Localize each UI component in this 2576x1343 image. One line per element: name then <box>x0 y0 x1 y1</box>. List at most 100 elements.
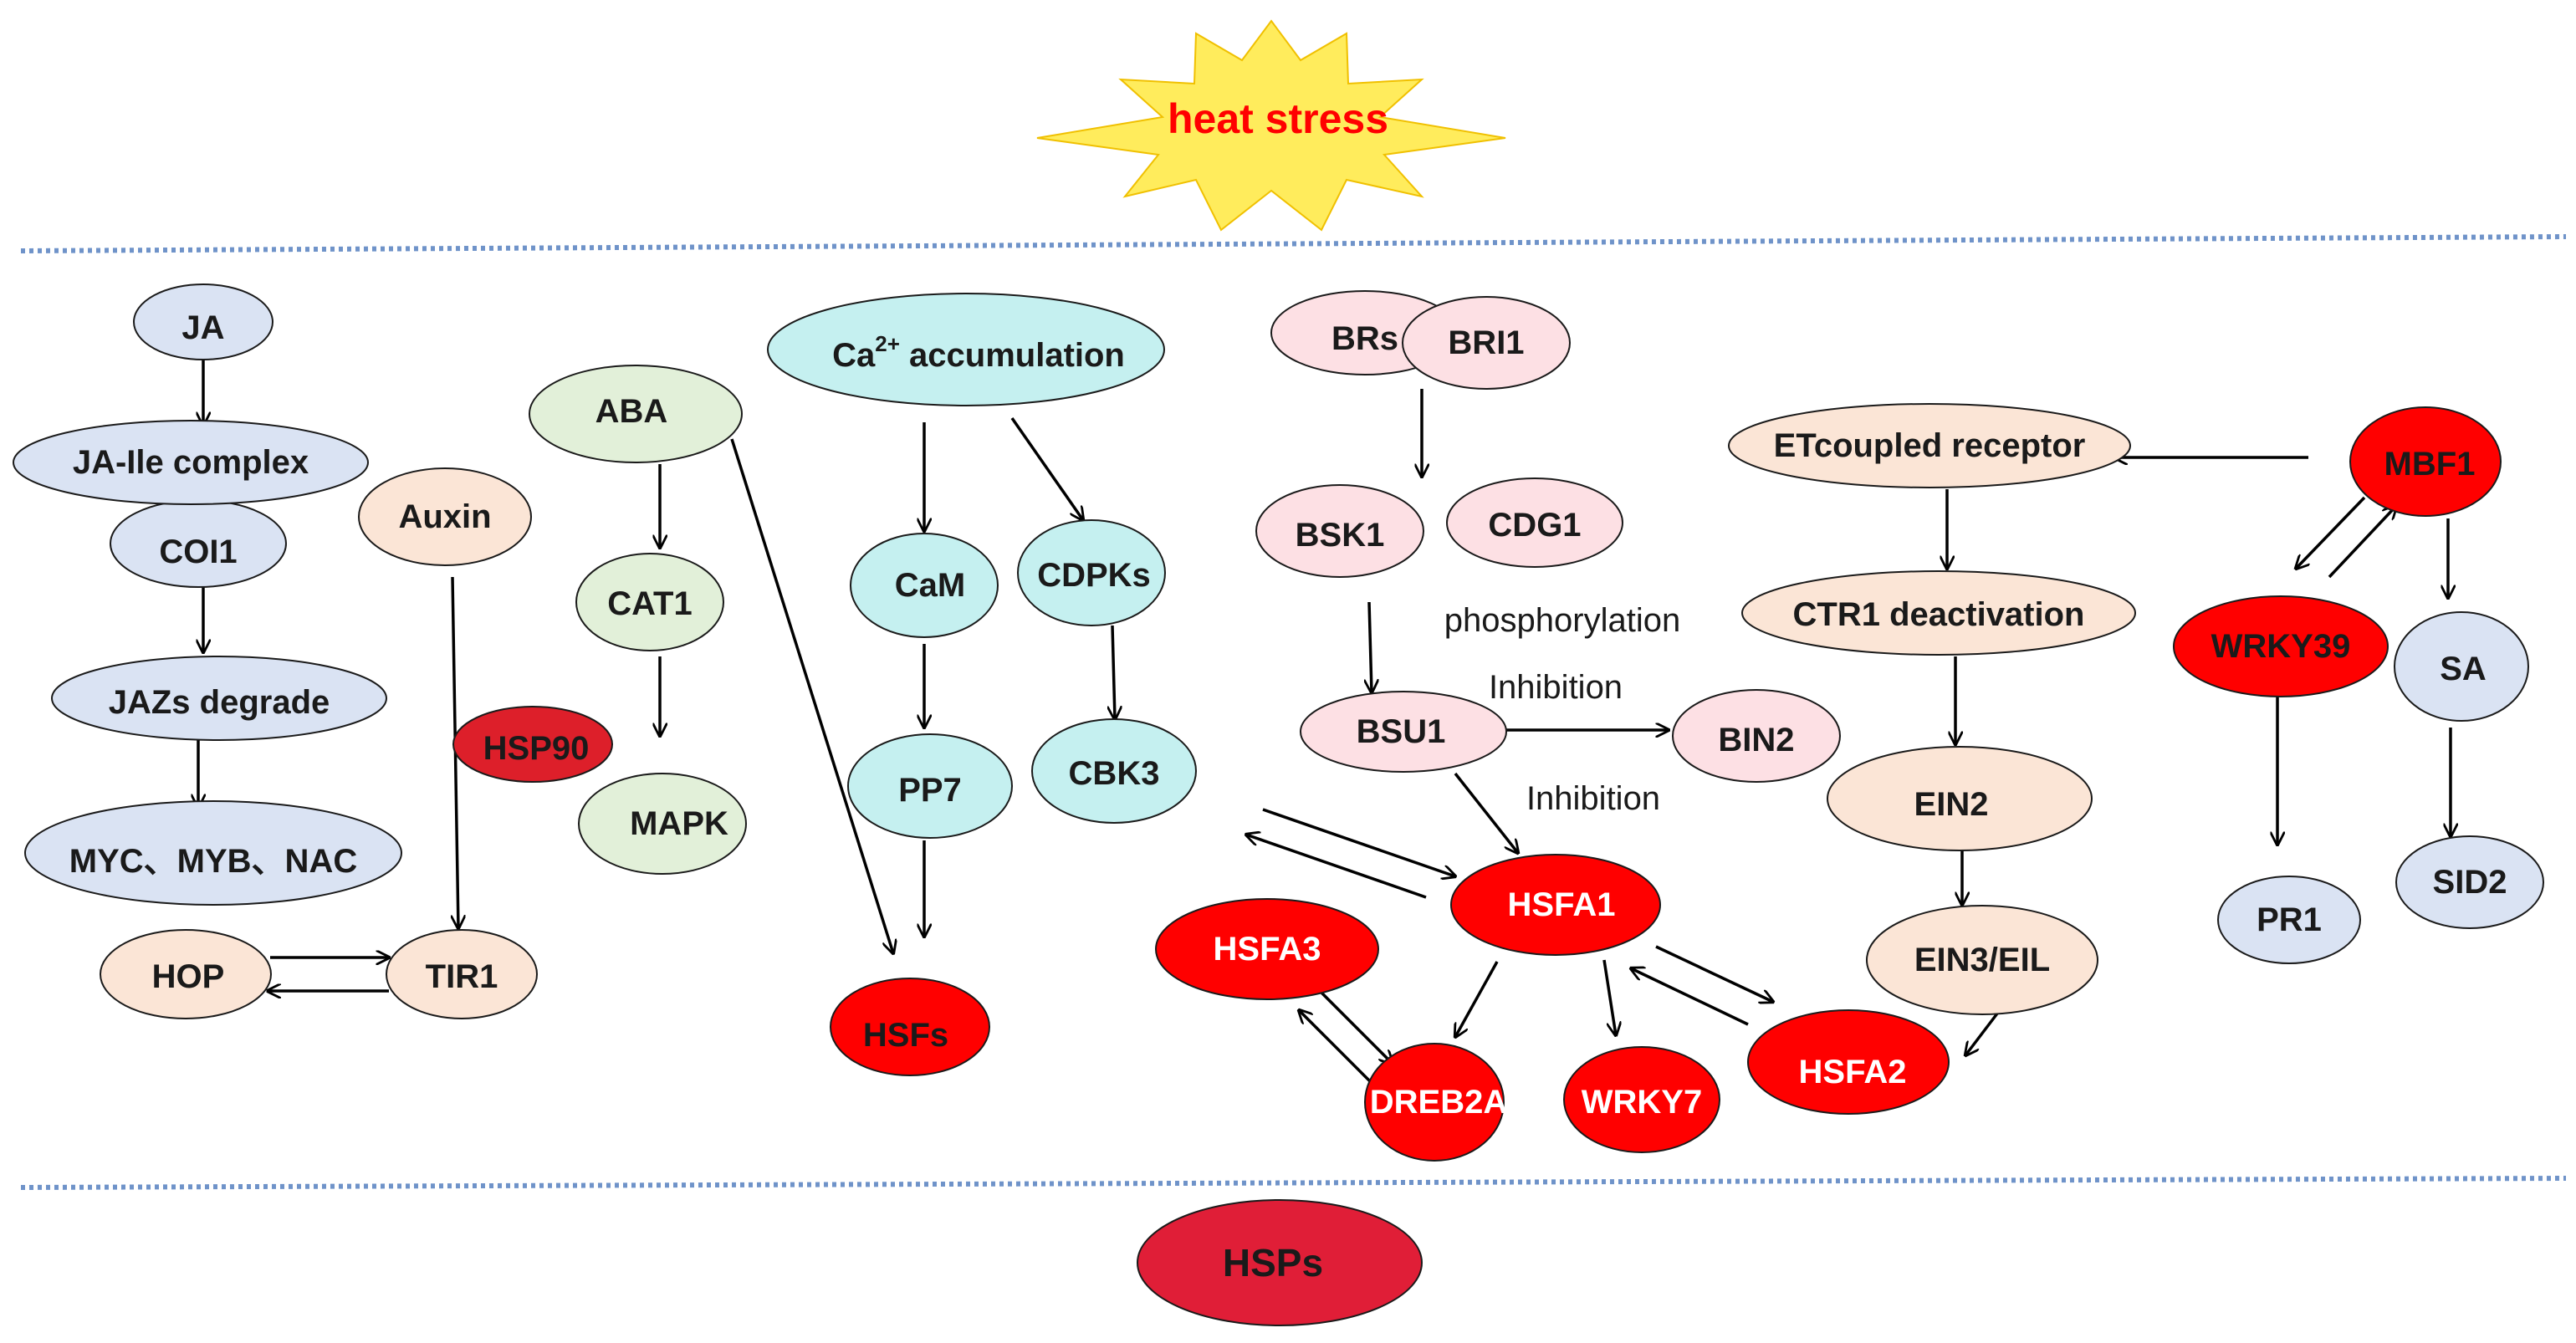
heat-stress-title: heat stress <box>1168 95 1388 142</box>
node-bri1 <box>1402 296 1571 390</box>
node-wrky7 <box>1563 1046 1720 1153</box>
node-cat1-label: CAT1 <box>607 585 692 622</box>
node-hsfa3-label: HSFA3 <box>1214 931 1321 968</box>
node-pp7-label: PP7 <box>898 772 962 809</box>
node-ca-accumulation <box>767 293 1165 406</box>
node-hsfa1 <box>1450 854 1661 956</box>
ca-accumulation-text: accumulation <box>900 337 1125 374</box>
ca-superscript: 2+ <box>875 331 900 356</box>
arrow-hsfa1-to-dreb2a <box>1455 961 1499 1037</box>
node-coi1-label: COI1 <box>159 534 237 570</box>
label-inhibition-bin2: Inhibition <box>1489 669 1623 706</box>
node-auxin-label: Auxin <box>398 498 491 535</box>
arrow-bsu1-to-hsfa1 <box>1454 772 1518 853</box>
node-ein2-label: EIN2 <box>1914 786 1989 823</box>
node-et-receptor-label: ETcoupled receptor <box>1774 427 2086 464</box>
arrow-ein3-to-hsfa2 <box>1965 1012 1999 1055</box>
node-hsfa2-label: HSFA2 <box>1799 1054 1907 1090</box>
node-bri1-label: BRI1 <box>1448 324 1524 361</box>
arrow-left-to-hsfa1 <box>1262 808 1455 876</box>
label-inhibition-hsfa1: Inhibition <box>1526 780 1660 817</box>
bottom-divider <box>20 1176 2567 1190</box>
node-auxin <box>358 467 532 566</box>
node-sa <box>2394 611 2529 722</box>
arrow-hsfa1-to-hsfa2 <box>1655 945 1773 1002</box>
node-dreb2a-label: DREB2A <box>1370 1084 1507 1121</box>
heat-stress-burst: heat stress <box>1036 19 1506 232</box>
arrow-bsk1-to-bsu1 <box>1369 601 1372 692</box>
node-cbk3-label: CBK3 <box>1069 755 1160 792</box>
arrow-aba-to-hsfs <box>730 438 893 953</box>
arrow-cdpks-to-cbk3 <box>1112 625 1115 719</box>
node-cdg1-label: CDG1 <box>1488 507 1581 544</box>
node-brs-label: BRs <box>1331 320 1398 357</box>
node-hsps-label: HSPs <box>1223 1241 1323 1284</box>
node-sid2 <box>2395 835 2544 929</box>
node-cdg1 <box>1446 477 1623 568</box>
node-hsfs <box>830 978 990 1076</box>
arrow-hsfa2-to-hsfa1 <box>1631 968 1749 1026</box>
node-ein2 <box>1827 746 2093 851</box>
node-cam <box>850 533 999 638</box>
node-cdpks <box>1017 519 1166 626</box>
node-ja <box>133 283 273 360</box>
arrow-dreb2a-to-hsfa3 <box>1299 1010 1373 1085</box>
node-ctr1-label: CTR1 deactivation <box>1793 596 2085 633</box>
arrows <box>198 360 2451 1085</box>
arrow-hsfa1-to-wrky7 <box>1602 959 1616 1035</box>
node-bsk1-label: BSK1 <box>1296 517 1385 554</box>
node-myc-label: MYC、MYB、NAC <box>69 843 357 880</box>
node-mapk-label: MAPK <box>630 805 728 842</box>
node-hop <box>100 929 272 1019</box>
node-ein3-label: EIN3/EIL <box>1914 942 2050 978</box>
node-ein3 <box>1866 905 2098 1015</box>
node-ja-ile <box>13 420 369 505</box>
node-ja-ile-label: JA-Ile complex <box>73 444 309 481</box>
node-hsp90-label: HSP90 <box>483 730 590 767</box>
node-aba-label: ABA <box>595 393 668 430</box>
top-divider <box>20 234 2567 253</box>
label-phosphorylation: phosphorylation <box>1444 602 1680 639</box>
node-pr1 <box>2217 876 2361 964</box>
node-sa-label: SA <box>2440 651 2487 687</box>
node-hsfa1-label: HSFA1 <box>1508 886 1616 923</box>
node-bsu1 <box>1300 691 1507 773</box>
node-tir1 <box>386 929 538 1019</box>
node-bsu1-label: BSU1 <box>1357 713 1446 750</box>
node-cam-label: CaM <box>895 567 965 604</box>
node-cat1 <box>575 553 724 651</box>
node-hsfa2 <box>1747 1009 1950 1115</box>
node-cdpks-label: CDPKs <box>1037 557 1151 594</box>
node-pr1-label: PR1 <box>2257 901 2322 938</box>
node-mbf1 <box>2349 406 2502 517</box>
node-ca-label: Ca2+ accumulation <box>832 331 1125 374</box>
ca-symbol: Ca <box>832 337 876 374</box>
node-cbk3 <box>1031 718 1197 824</box>
node-wrky7-label: WRKY7 <box>1582 1084 1702 1121</box>
node-ja-label: JA <box>181 309 224 346</box>
node-aba <box>529 365 743 463</box>
node-hsp90 <box>452 706 613 783</box>
node-bsk1 <box>1255 484 1424 578</box>
node-mbf1-label: MBF1 <box>2384 446 2476 483</box>
node-bin2-label: BIN2 <box>1718 722 1794 758</box>
arrow-wrky39-to-mbf1 <box>2328 506 2396 579</box>
node-hsps <box>1137 1199 1423 1326</box>
node-jazs-label: JAZs degrade <box>109 684 330 721</box>
node-hsfs-label: HSFs <box>863 1017 948 1054</box>
node-myc <box>24 800 402 906</box>
node-jazs <box>51 656 387 741</box>
node-et-receptor <box>1728 403 2131 488</box>
node-pp7 <box>847 733 1013 839</box>
arrow-hsfa3-to-dreb2a <box>1318 989 1393 1064</box>
node-tir1-label: TIR1 <box>426 958 498 995</box>
node-dreb2a <box>1364 1043 1505 1162</box>
node-ctr1 <box>1741 570 2136 656</box>
arrow-mbf1-to-wrky39 <box>2296 496 2366 569</box>
star-burst-shape <box>1036 19 1506 232</box>
node-mapk <box>578 773 747 875</box>
node-bin2 <box>1672 689 1841 783</box>
arrow-hsfa1-to-left <box>1246 835 1427 899</box>
node-hop-label: HOP <box>152 958 225 995</box>
